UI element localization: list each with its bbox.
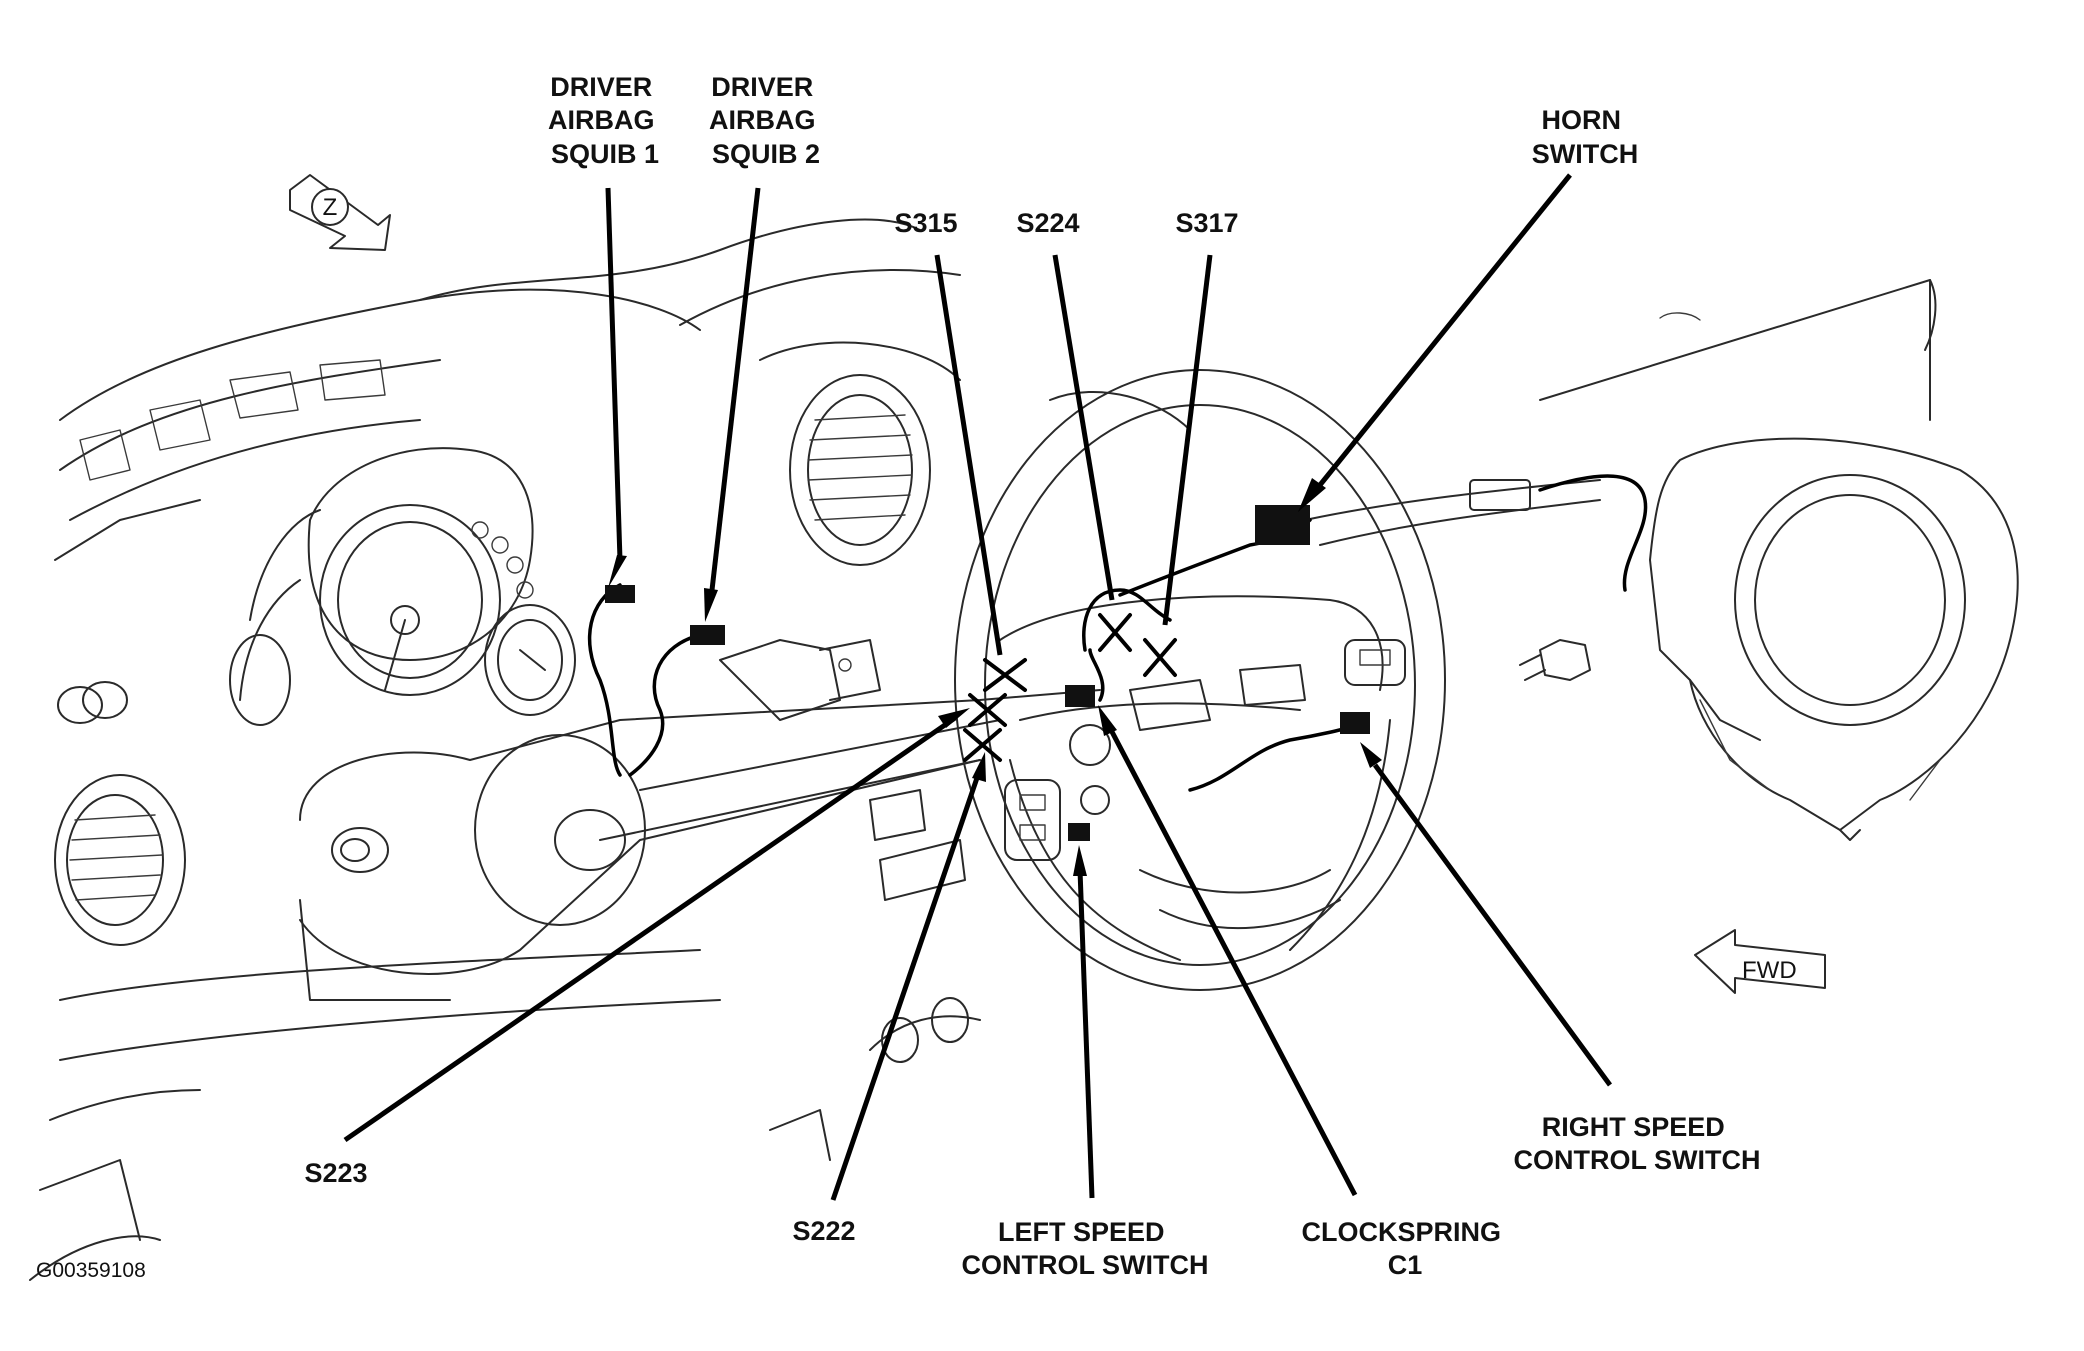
view-z-letter: Z (323, 194, 338, 221)
clockspring-connector (1065, 685, 1095, 707)
squib-1-connector (605, 585, 635, 603)
figure-id: G00359108 (36, 1259, 146, 1282)
callout-labels: DRIVER AIRBAG SQUIB 1 DRIVER AIRBAG SQUI… (304, 72, 1760, 1280)
dashboard-illustration (29, 218, 2019, 1281)
airbag-module (1649, 437, 2019, 841)
label-right-speed-line-2: CONTROL SWITCH (1514, 1145, 1761, 1175)
splice-s223-mark (968, 693, 1007, 727)
label-left-speed-line-1: LEFT SPEED (998, 1217, 1165, 1247)
label-horn-line-2: SWITCH (1532, 139, 1638, 169)
splice-s224-mark (1098, 613, 1132, 652)
right-speed-control-connector (1340, 712, 1370, 734)
label-left-speed-control-switch: LEFT SPEED CONTROL SWITCH (962, 1217, 1209, 1280)
label-driver-airbag-squib-1: DRIVER AIRBAG SQUIB 1 (548, 72, 662, 169)
left-air-vent (54, 681, 186, 946)
bolt (1519, 639, 1591, 681)
view-z-indicator: Z (289, 174, 391, 251)
label-left-speed-line-2: CONTROL SWITCH (962, 1250, 1209, 1280)
label-s222: S222 (792, 1216, 855, 1246)
label-s317: S317 (1175, 208, 1238, 238)
splice-s222-mark (963, 728, 1002, 762)
label-clockspring-line-1: CLOCKSPRING (1301, 1217, 1501, 1247)
label-squib-2-line-2: AIRBAG (709, 105, 816, 135)
label-s315: S315 (894, 208, 957, 238)
label-s223: S223 (304, 1158, 367, 1188)
label-squib-1-line-3: SQUIB 1 (551, 139, 659, 169)
splice-marks (963, 613, 1177, 762)
forward-label: FWD (1742, 957, 1797, 984)
instrument-cluster (229, 447, 576, 726)
wiring-harness (587, 505, 1370, 841)
label-clockspring-line-2: C1 (1388, 1250, 1423, 1280)
label-squib-2-line-1: DRIVER (711, 72, 813, 102)
label-horn-switch: HORN SWITCH (1532, 105, 1638, 169)
horn-switch-connector (1255, 505, 1310, 545)
steering-column (299, 639, 1101, 1001)
left-speed-control-connector (1068, 823, 1090, 841)
label-driver-airbag-squib-2: DRIVER AIRBAG SQUIB 2 (709, 72, 823, 169)
squib-2-connector (690, 625, 725, 645)
label-right-speed-control-switch: RIGHT SPEED CONTROL SWITCH (1514, 1112, 1761, 1175)
splice-s317-mark (1143, 638, 1177, 677)
view-z-circle (311, 188, 349, 226)
label-right-speed-line-1: RIGHT SPEED (1542, 1112, 1725, 1142)
label-squib-1-line-2: AIRBAG (548, 105, 655, 135)
center-air-vent (759, 341, 961, 566)
steering-wheel (954, 369, 1446, 991)
splice-s315-mark (983, 658, 1027, 692)
label-s224: S224 (1016, 208, 1079, 238)
leader-lines (343, 173, 1613, 1201)
forward-direction-arrow: FWD (1694, 929, 1826, 994)
label-clockspring-c1: CLOCKSPRING C1 (1301, 1217, 1508, 1280)
label-squib-2-line-3: SQUIB 2 (712, 139, 820, 169)
label-squib-1-line-1: DRIVER (550, 72, 652, 102)
label-horn-line-1: HORN (1541, 105, 1621, 135)
